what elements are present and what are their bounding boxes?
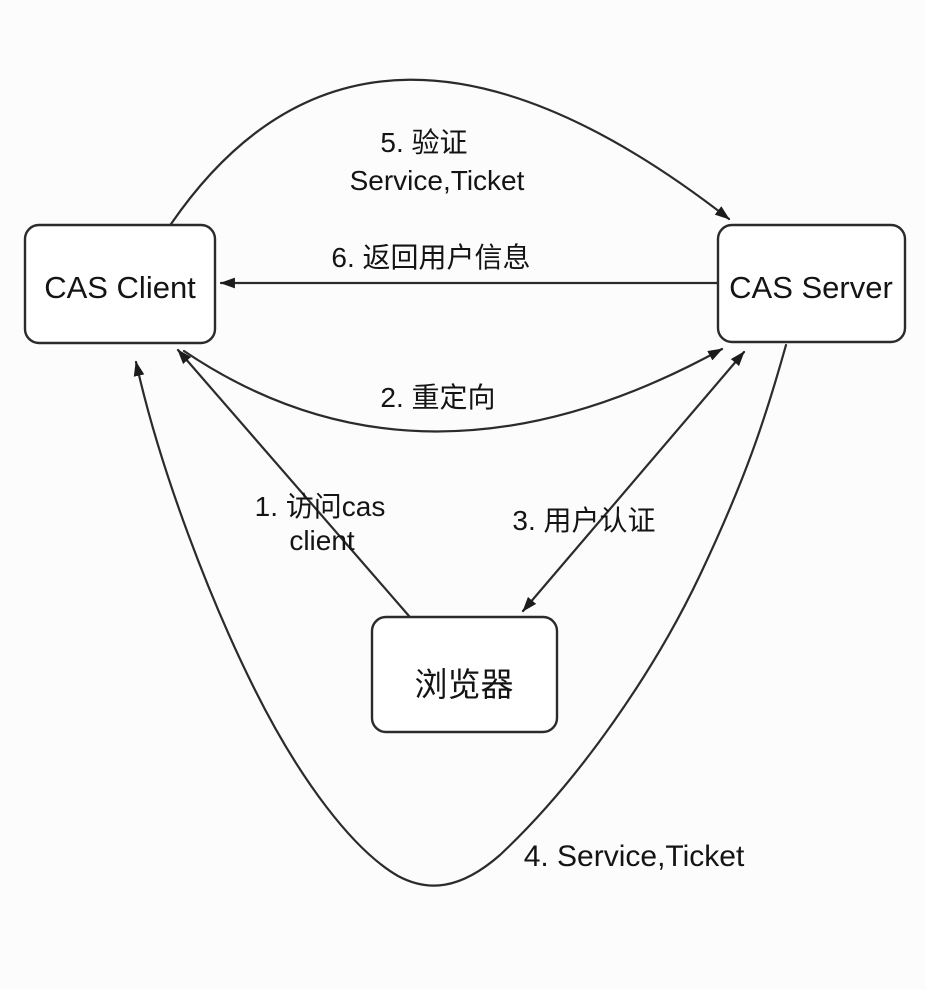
cas-server-label: CAS Server xyxy=(729,270,893,305)
node-cas-client: CAS Client xyxy=(23,223,217,345)
label-step1-line1: 1. 访问cas xyxy=(255,491,386,522)
arrow-step5-verify xyxy=(169,78,731,226)
label-step5-line1: 5. 验证 xyxy=(380,127,467,158)
cas-client-box xyxy=(23,223,217,345)
label-step6: 6. 返回用户信息 xyxy=(331,242,530,273)
label-step4: 4. Service,Ticket xyxy=(524,840,745,873)
label-step2: 2. 重定向 xyxy=(380,382,495,413)
browser-label: 浏览器 xyxy=(415,666,514,703)
browser-box xyxy=(370,615,559,734)
label-step5-line2: Service,Ticket xyxy=(350,165,525,196)
label-step1-line2: client xyxy=(289,525,355,556)
node-cas-server: CAS Server xyxy=(716,223,907,344)
arrow-step3-auth xyxy=(521,350,746,613)
cas-client-label: CAS Client xyxy=(44,270,196,305)
label-step3: 3. 用户认证 xyxy=(512,505,655,536)
node-browser: 浏览器 xyxy=(370,615,559,734)
cas-server-box xyxy=(716,223,907,344)
arrow-step1-access xyxy=(176,348,411,618)
arrow-step4-service-ticket xyxy=(133,343,788,887)
